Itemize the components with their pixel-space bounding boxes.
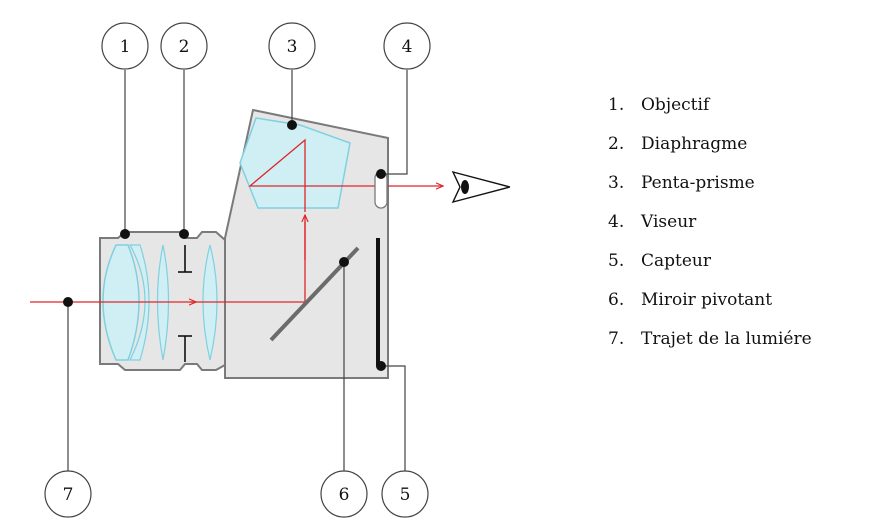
legend-number-5: 5. [608,251,624,271]
legend: 1. Objectif 2. Diaphragme 3. Penta-prism… [608,95,812,349]
legend-number-6: 6. [608,290,624,310]
callout-2: 2 [160,22,208,70]
legend-label-viseur: Viseur [640,212,697,232]
legend-label-trajet-lumiere: Trajet de la lumiére [641,329,812,349]
callout-leaders [67,70,408,472]
legend-label-diaphragme: Diaphragme [641,134,747,154]
callout-dots [63,120,386,371]
callout-1-number: 1 [120,37,131,57]
diaphragm [178,245,192,362]
legend-label-capteur: Capteur [641,251,712,271]
legend-number-2: 2. [608,134,624,154]
callout-2-number: 2 [179,37,190,57]
callout-5: 5 [381,470,429,518]
callout-6: 6 [320,470,368,518]
legend-label-objectif: Objectif [641,95,711,115]
legend-number-1: 1. [608,95,624,115]
callout-7-number: 7 [63,485,74,505]
callout-3: 3 [268,22,316,70]
legend-number-3: 3. [608,173,624,193]
callout-5-number: 5 [400,485,411,505]
callout-4-number: 4 [402,37,413,57]
eye-icon [451,170,511,204]
callout-1: 1 [101,22,149,70]
callout-6-number: 6 [339,485,350,505]
lens-element-front-inner [128,244,150,361]
callout-4: 4 [383,22,431,70]
legend-label-miroir-pivotant: Miroir pivotant [641,290,772,310]
legend-number-4: 4. [608,212,624,232]
legend-number-7: 7. [608,329,624,349]
callout-7: 7 [44,470,92,518]
callout-3-number: 3 [287,37,298,57]
legend-label-penta-prisme: Penta-prisme [641,173,755,193]
